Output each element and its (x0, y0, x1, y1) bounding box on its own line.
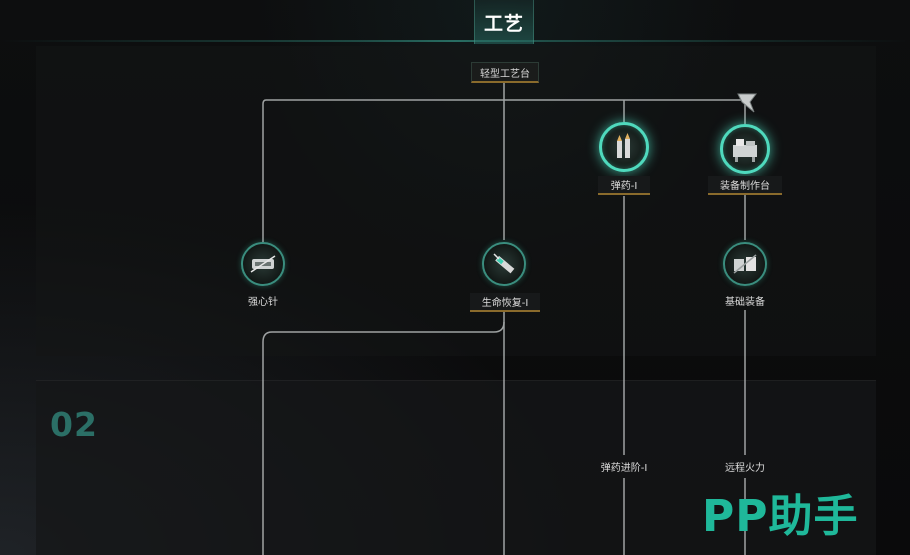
bullets-icon (617, 133, 630, 158)
tech-node-health-regen[interactable] (482, 242, 526, 286)
workbench-icon (733, 139, 757, 162)
tech-node-basic-equipment-label: 基础装备 (725, 297, 765, 308)
tech-node-adrenaline-label: 强心针 (248, 297, 278, 308)
page-title: 工艺 (483, 12, 524, 35)
tree-root-label[interactable]: 轻型工艺台 (471, 62, 539, 83)
tech-node-health-regen-label: 生命恢复-I (470, 293, 540, 312)
equipment-icon (733, 254, 757, 274)
page-title-tab: 工艺 (474, 0, 534, 44)
tech-node-ammo[interactable] (599, 122, 649, 172)
tier-panel-1 (36, 46, 876, 356)
tech-node-equipment-bench-label: 装备制作台 (708, 176, 782, 195)
tech-node-adrenaline[interactable] (241, 242, 285, 286)
tier-panel-2 (36, 380, 876, 555)
tech-node-equipment-bench[interactable] (720, 124, 770, 174)
tech-node-ammo-advanced-label[interactable]: 弹药进阶-I (600, 463, 648, 474)
injector-icon (493, 253, 515, 274)
flag-icon (737, 93, 757, 113)
tier-number: 02 (50, 405, 98, 444)
tech-node-ranged-firepower-label[interactable]: 远程火力 (725, 463, 765, 474)
header-divider (0, 40, 910, 42)
tech-node-basic-equipment[interactable] (723, 242, 767, 286)
watermark-logo: PP助手 (702, 491, 859, 542)
tech-node-ammo-label: 弹药-I (598, 176, 650, 195)
syringe-icon (250, 255, 276, 273)
